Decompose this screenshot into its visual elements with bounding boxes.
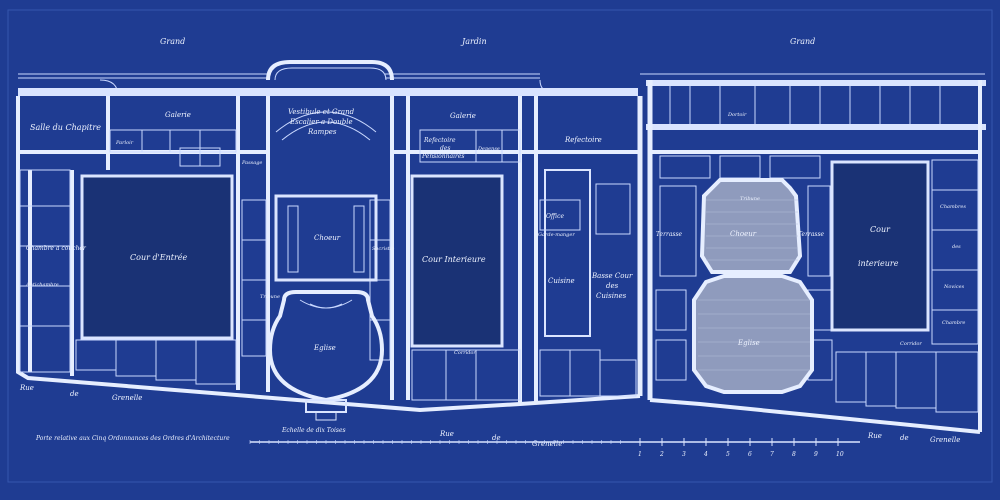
street-mid-de: de: [492, 434, 501, 442]
label-eglise-left: Eglise: [313, 344, 336, 352]
scale-title: Echelle de dix Toises: [281, 427, 346, 434]
street-right-grenelle: Grenelle: [930, 436, 960, 444]
scale-tick-label: 7: [770, 451, 774, 458]
street-left-grenelle: Grenelle: [112, 394, 142, 402]
label-cour-right: Cour: [870, 225, 891, 234]
label-basse-cour-des: des: [606, 282, 619, 290]
street-right-de: de: [900, 434, 909, 442]
label-rampes: Rampes: [307, 128, 337, 136]
street-left-rue: Rue: [19, 384, 34, 392]
label-cour-interieure: Cour Interieure: [422, 255, 486, 264]
label-interieure-right: interieure: [858, 259, 899, 268]
room-labels: Salle du Chapitre Galerie Galerie Vestib…: [25, 108, 966, 356]
label-galerie-right: Galerie: [450, 112, 476, 120]
label-chambres: Chambres: [940, 204, 966, 210]
scale-tick-label: 6: [748, 451, 752, 458]
label-sacristie: Sacristie: [372, 246, 394, 252]
label-garde-manger: Garde-manger: [538, 232, 575, 238]
label-antichambre: Antichambre: [25, 282, 59, 288]
label-novices: Novices: [943, 284, 965, 290]
cour-interieure-right-court: [830, 160, 930, 332]
scale-bar: 1 2 3 4 5 6 7 8 9 10: [249, 438, 860, 458]
label-tribune-left: Tribune: [260, 294, 280, 300]
cuisine-room: [544, 169, 591, 337]
garden-terrace: [18, 60, 985, 97]
label-chambre-right: Chambre: [942, 320, 965, 326]
label-cuisines: Cuisines: [596, 292, 627, 300]
label-cour-entree: Cour d'Entrée: [130, 253, 188, 262]
label-grand-left: Grand: [160, 37, 185, 46]
label-pensionnaires: Pensionnaires: [421, 153, 465, 160]
scale-tick-label: 9: [814, 451, 818, 458]
label-vestibule: Vestibule et Grand: [288, 108, 355, 116]
label-passage: Passage: [241, 160, 262, 166]
scale-tick-label: 10: [836, 451, 844, 458]
terrace-walls-right: [659, 185, 831, 277]
church-right: [692, 178, 814, 394]
label-corridor-right: Corridor: [900, 341, 922, 347]
scale-tick-label: 3: [682, 451, 686, 458]
label-refectoire-pensionnaires: Refectoire: [423, 137, 456, 144]
label-salle-chapitre: Salle du Chapitre: [30, 123, 101, 132]
street-labels: Rue de Grenelle Rue de Grenelle Rue de G…: [19, 384, 960, 448]
street-mid-rue: Rue: [439, 430, 454, 438]
right-convent-walls: [646, 80, 986, 434]
scale-tick-label: 5: [726, 451, 730, 458]
label-choeur-right: Choeur: [730, 230, 757, 238]
label-refectoire-right: Refectoire: [564, 136, 602, 144]
label-eglise-right: Eglise: [737, 339, 760, 347]
street-mid-grenelle: Grenelle: [532, 440, 562, 448]
label-choeur-left: Choeur: [314, 234, 341, 242]
church-left: [267, 111, 385, 421]
cour-interieure-left-court: [410, 174, 504, 348]
label-chambre-coucher: Chambre a coucher: [26, 245, 87, 252]
label-jardin: Jardin: [460, 37, 487, 46]
label-depense: Depense: [477, 146, 500, 152]
label-terrasse-2: Terrasse: [798, 231, 825, 238]
label-tribune-right: Tribune: [740, 196, 760, 202]
label-office: Office: [546, 213, 564, 220]
label-basse-cour: Basse Cour: [591, 272, 633, 280]
label-dortoir: Dortoir: [727, 112, 747, 118]
label-parloir: Parloir: [115, 140, 134, 146]
street-left-de: de: [70, 390, 79, 398]
label-corridor-left: Corridor: [454, 350, 476, 356]
street-right-rue: Rue: [867, 432, 882, 440]
scale-tick-label: 2: [659, 451, 664, 458]
label-cuisine: Cuisine: [548, 277, 575, 285]
label-grand-right: Grand: [790, 37, 815, 46]
cour-entree-court: [80, 174, 234, 340]
label-des-pensionnaires: des: [440, 145, 450, 152]
scale-tick-label: 1: [638, 451, 642, 458]
scale-tick-label: 8: [792, 451, 796, 458]
label-galerie-left: Galerie: [165, 111, 191, 119]
room-partitions-left: [19, 129, 637, 401]
plan-note: Porte relative aux Cinq Ordonnances des …: [35, 435, 230, 442]
label-escalier: Escalier a Double: [289, 118, 353, 126]
scale-tick-label: 4: [703, 451, 708, 458]
sheet-border: [7, 9, 993, 483]
label-chambres-des: des: [952, 244, 961, 250]
label-terrasse-1: Terrasse: [656, 231, 683, 238]
